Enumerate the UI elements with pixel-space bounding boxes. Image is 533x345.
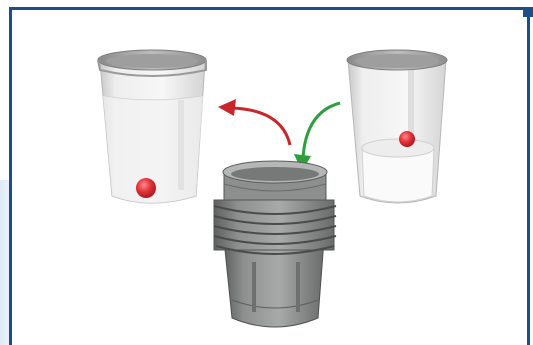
- threaded-container-icon: [214, 161, 336, 327]
- red-ball-icon-right: [399, 131, 415, 147]
- red-arrow-icon: [218, 99, 290, 145]
- right-cup-icon: [347, 50, 447, 203]
- green-arrow-icon: [294, 103, 340, 172]
- red-ball-icon: [136, 178, 156, 198]
